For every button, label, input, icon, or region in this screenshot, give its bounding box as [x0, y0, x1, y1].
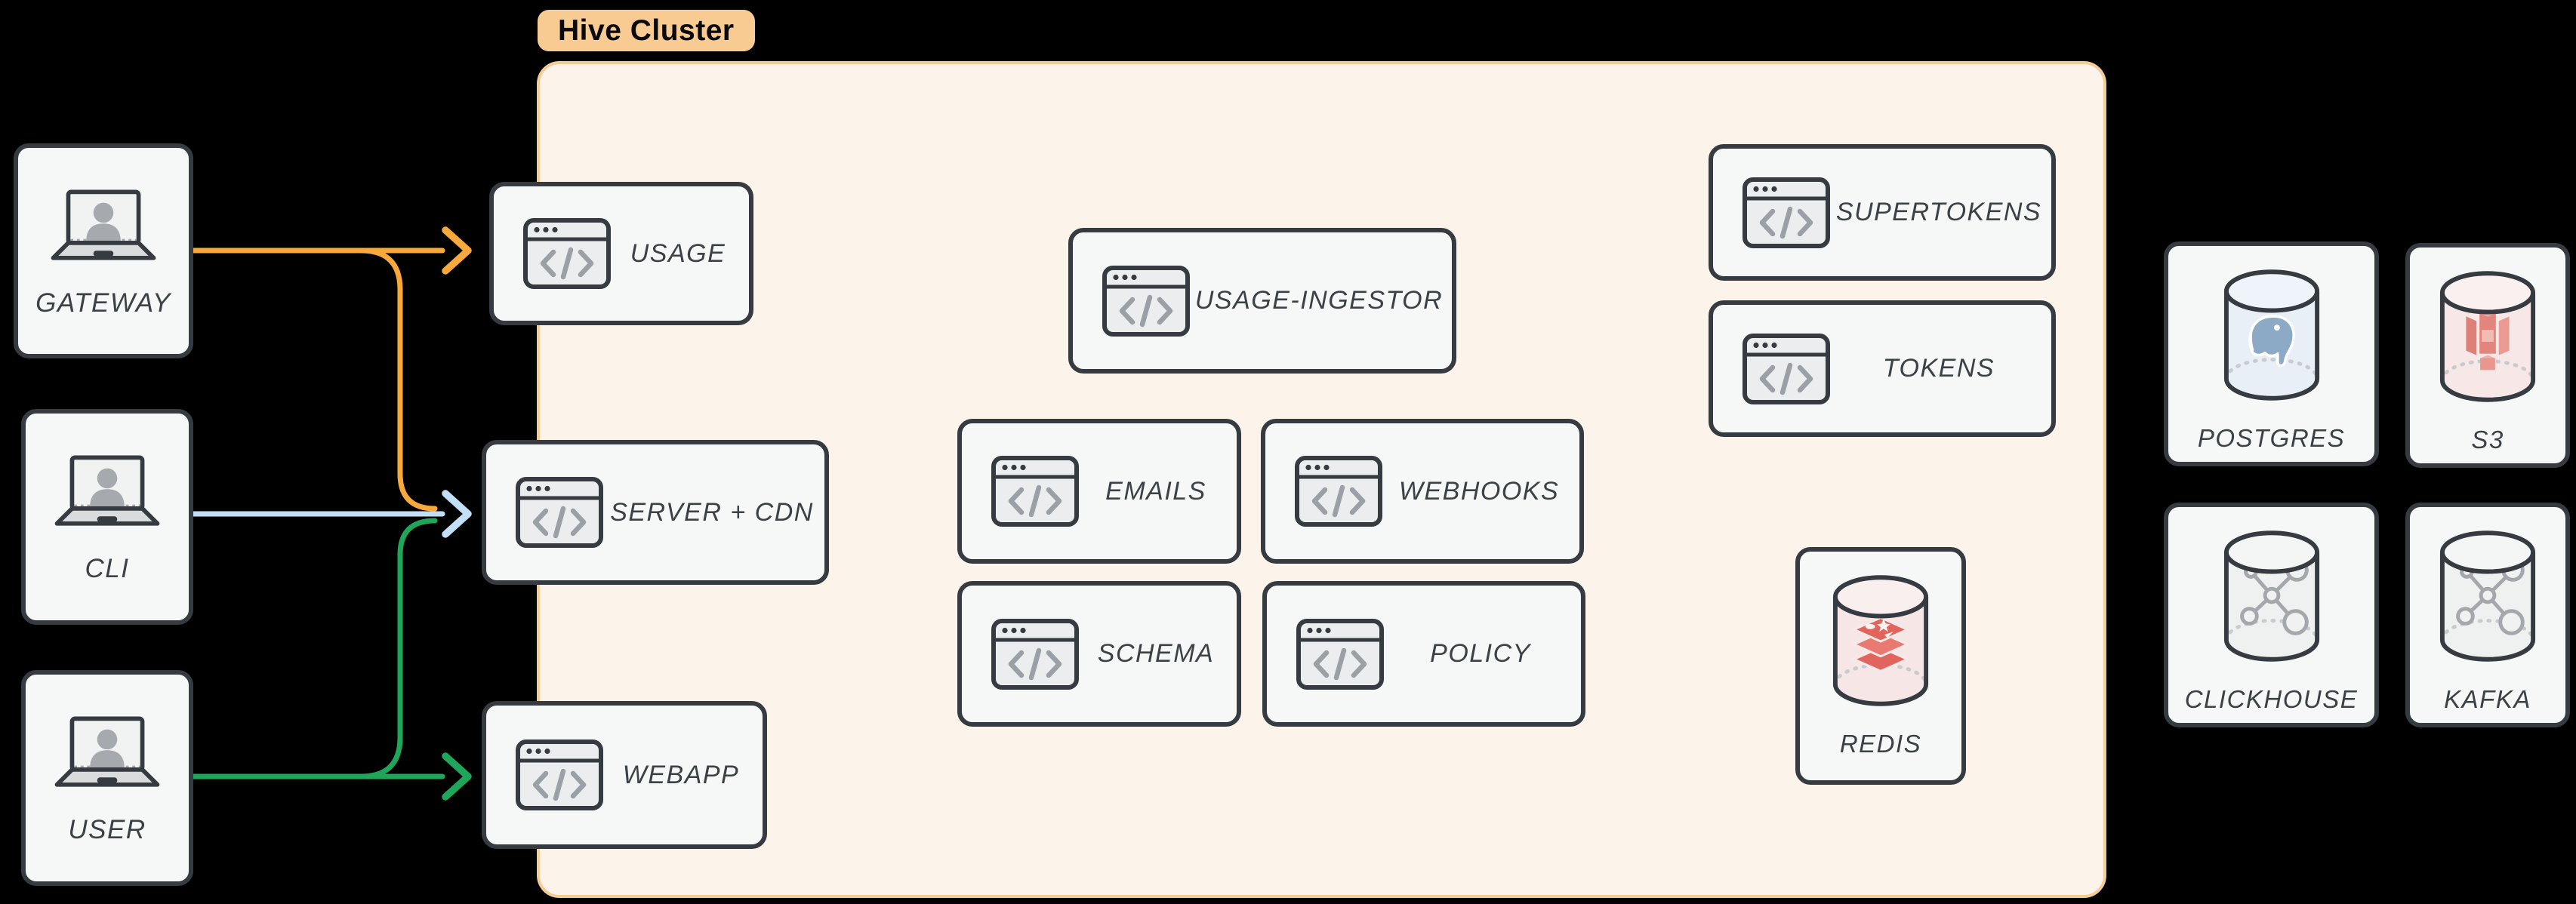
code-window-icon	[991, 455, 1080, 527]
node-label: SERVER + CDN	[610, 497, 814, 527]
hive-cluster-label: Hive Cluster	[538, 10, 755, 51]
code-window-icon	[1742, 333, 1831, 405]
node-kafka[interactable]: KAFKA	[2405, 503, 2570, 727]
node-label: EMAILS	[1105, 476, 1206, 506]
node-label: SCHEMA	[1097, 639, 1215, 668]
s3-database-icon	[2437, 269, 2538, 406]
node-postgres[interactable]: POSTGRES	[2164, 241, 2379, 466]
node-redis[interactable]: REDIS	[1795, 547, 1966, 785]
arrow-gateway-server-cdn	[358, 248, 438, 512]
code-window-icon	[991, 618, 1080, 690]
node-label: USAGE-INGESTOR	[1194, 286, 1444, 315]
laptop-user-icon	[50, 715, 165, 791]
node-policy[interactable]: POLICY	[1262, 581, 1585, 727]
node-label: GATEWAY	[35, 288, 171, 318]
node-gateway[interactable]: GATEWAY	[14, 143, 193, 358]
node-label: WEBAPP	[622, 760, 740, 789]
code-window-icon	[515, 476, 604, 549]
node-cli[interactable]: CLI	[21, 409, 193, 625]
node-s3[interactable]: S3	[2405, 243, 2570, 468]
node-label: WEBHOOKS	[1398, 476, 1560, 506]
node-clickhouse[interactable]: CLICKHOUSE	[2164, 503, 2379, 727]
node-server-cdn[interactable]: SERVER + CDN	[482, 440, 829, 585]
node-usage[interactable]: USAGE	[489, 182, 753, 325]
postgres-database-icon	[2221, 267, 2322, 404]
network-database-icon	[2221, 528, 2322, 666]
node-label: REDIS	[1839, 730, 1922, 758]
code-window-icon	[515, 739, 604, 811]
node-supertokens[interactable]: SUPERTOKENS	[1709, 144, 2056, 281]
arrow-user-server-cdn	[358, 518, 438, 779]
node-label: SUPERTOKENS	[1835, 198, 2042, 226]
code-window-icon	[1294, 455, 1383, 527]
node-label: POLICY	[1430, 639, 1531, 668]
node-usage-ingestor[interactable]: USAGE-INGESTOR	[1068, 228, 1456, 374]
node-tokens[interactable]: TOKENS	[1709, 300, 2056, 437]
network-database-icon	[2437, 528, 2538, 666]
code-window-icon	[1102, 265, 1191, 337]
node-label: CLI	[85, 554, 130, 583]
node-webapp[interactable]: WEBAPP	[482, 701, 767, 849]
code-window-icon	[522, 217, 612, 290]
node-schema[interactable]: SCHEMA	[957, 581, 1241, 727]
arrowhead-gateway-usage	[442, 226, 472, 275]
node-webhooks[interactable]: WEBHOOKS	[1261, 419, 1584, 564]
node-user[interactable]: USER	[21, 670, 193, 886]
arrowhead-cli-server-cdn	[442, 490, 472, 538]
node-label: POSTGRES	[2197, 424, 2346, 452]
arrowhead-user-webapp	[442, 752, 472, 801]
node-label: S3	[2471, 426, 2504, 454]
node-label: TOKENS	[1882, 354, 1995, 383]
code-window-icon	[1296, 618, 1385, 690]
code-window-icon	[1742, 177, 1831, 249]
laptop-user-icon	[50, 454, 165, 530]
node-label: CLICKHOUSE	[2184, 685, 2359, 713]
node-emails[interactable]: EMAILS	[957, 419, 1241, 564]
laptop-user-icon	[46, 189, 161, 264]
node-label: KAFKA	[2444, 685, 2531, 713]
redis-database-icon	[1830, 573, 1931, 710]
node-label: USAGE	[630, 238, 726, 268]
node-label: USER	[68, 815, 146, 844]
